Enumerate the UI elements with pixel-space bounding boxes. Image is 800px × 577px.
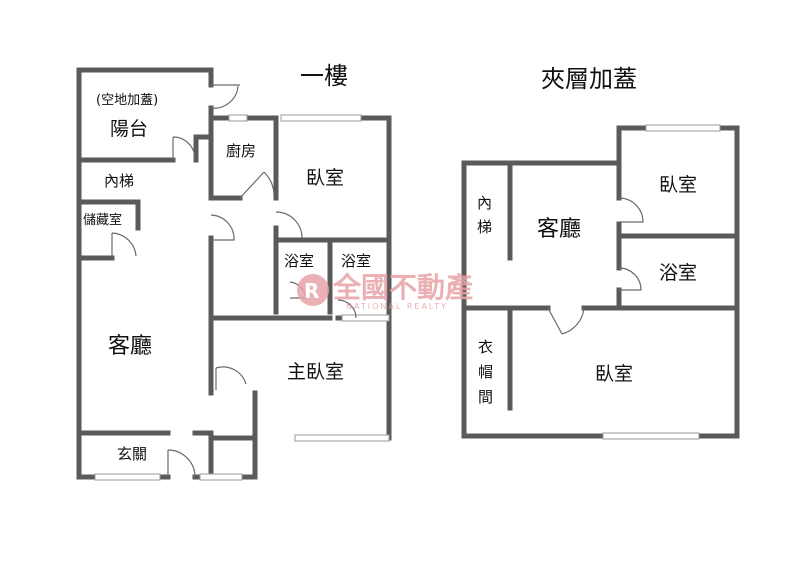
mezz-stairs-char-1: 內 bbox=[477, 194, 492, 212]
closet-label-1: 衣 bbox=[478, 338, 493, 356]
bath-left-label: 浴室 bbox=[284, 252, 314, 270]
storage-label: 儲藏室 bbox=[83, 212, 122, 228]
first-inner-stairs-label: 內梯 bbox=[104, 172, 134, 190]
mezzanine-doors bbox=[547, 197, 644, 335]
balcony-label: 陽台 bbox=[110, 118, 148, 140]
first-floor-title: 一樓 bbox=[300, 62, 348, 90]
watermark-english: NATIONAL REALTY bbox=[346, 302, 448, 311]
kitchen-label: 廚房 bbox=[226, 142, 256, 160]
brand-logo-circle bbox=[297, 274, 329, 306]
closet-label-3: 間 bbox=[478, 388, 493, 406]
master-bedroom-label: 主臥室 bbox=[287, 361, 344, 383]
first-living-label: 客廳 bbox=[108, 334, 152, 359]
first-bedroom-label: 臥室 bbox=[306, 167, 344, 189]
bath-right-label: 浴室 bbox=[341, 252, 371, 270]
first-floor-windows bbox=[94, 114, 390, 481]
mezz-inner-stairs-label-2: 梯 bbox=[477, 218, 492, 236]
mezz-bath-label: 浴室 bbox=[659, 262, 697, 284]
first-floor-doors bbox=[111, 84, 357, 478]
entrance-label: 玄關 bbox=[117, 445, 147, 463]
mezz-bedroom-bottom-label: 臥室 bbox=[595, 363, 633, 385]
closet-label-2: 帽 bbox=[478, 363, 493, 381]
mezzanine-title: 夾層加蓋 bbox=[541, 65, 637, 93]
brand-logo-icon: R bbox=[304, 279, 319, 303]
mezz-bedroom-top-label: 臥室 bbox=[659, 174, 697, 196]
brand-watermark: R 全國不動產 NATIONAL REALTY bbox=[297, 271, 473, 311]
mezz-inner-stairs-label: 內 bbox=[477, 194, 492, 212]
balcony-note-label: (空地加蓋) bbox=[96, 93, 158, 108]
first-floor-walls bbox=[76, 67, 392, 480]
watermark-chinese: 全國不動產 bbox=[332, 271, 473, 304]
mezzanine-windows bbox=[602, 124, 721, 440]
mezz-living-label: 客廳 bbox=[537, 217, 581, 242]
mezzanine-walls bbox=[461, 125, 740, 439]
